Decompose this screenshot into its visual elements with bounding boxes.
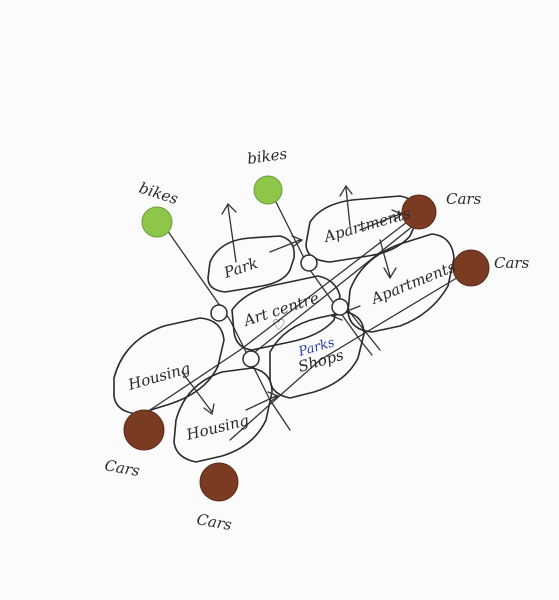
label-bikes-right: bikes [246,145,288,168]
cars-dot-right [452,249,490,287]
housing-bottom-block [173,367,273,463]
intersection-node [300,254,318,272]
label-cars-top-right: Cars [446,190,482,208]
transport-dots [123,175,490,502]
bikes-dot-right [253,175,283,205]
intersection-node [210,304,228,322]
label-apartments-right: Apartments [367,258,458,309]
art-centre-block [231,275,341,351]
intersection-node [331,298,349,316]
label-park: Park [221,254,260,282]
cars-dot-bottom [199,462,239,502]
housing-left-block [113,317,225,415]
label-bikes-left: bikes [137,179,181,209]
shops-block [269,311,365,399]
label-apartments-top: Apartments [320,204,413,246]
label-housing-bottom: Housing [184,411,251,444]
apartments-right-block [347,233,455,333]
label-cars-bottom: Cars [195,510,233,534]
label-cars-right: Cars [494,254,530,272]
arrows [181,184,404,416]
label-heart: ♡ [272,316,285,334]
cars-dot-top-right [401,194,437,230]
bikes-dot-left [141,206,173,238]
cars-dot-left [123,409,165,451]
park-block [207,235,296,293]
labels: bikes bikes Cars Cars Cars Cars Park Art… [103,145,529,535]
intersection-node [242,350,260,368]
label-cars-left: Cars [103,456,141,480]
intersections [210,254,349,368]
